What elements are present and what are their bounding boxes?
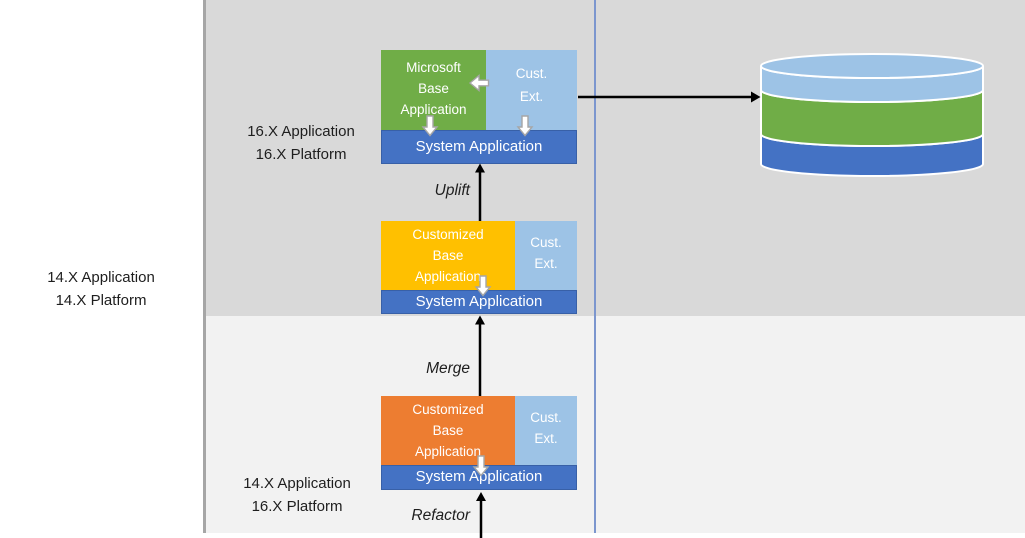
label-line: 14.X Application [243,475,351,492]
vertical-divider-line [594,0,596,533]
stage-middle-merged: Customized Base Application Cust. Ext. S… [381,221,577,314]
cust-ext-line: Ext. [534,256,558,271]
customized-base-application-box-bottom: Customized Base Application [381,396,515,465]
cust-ext-line: Cust. [530,235,562,250]
left-divider-line [203,0,206,533]
base-app-line: Customized [412,402,484,417]
label-line: 14.X Platform [55,292,147,309]
system-application-bar-top: System Application [381,130,577,164]
system-application-bar-middle: System Application [381,290,577,314]
label-14x-application-16x-platform: 14.X Application 16.X Platform [222,472,372,518]
label-merge: Merge [426,360,470,377]
base-app-line: Base [432,248,464,263]
label-line: 16.X Platform [255,146,347,163]
cust-ext-box-bottom: Cust. Ext. [515,396,577,465]
label-line: 16.X Application [247,123,355,140]
cust-ext-line: Cust. [515,66,548,81]
base-app-line: Customized [412,227,484,242]
microsoft-base-application-box: Microsoft Base Application [381,50,486,130]
lower-platform-band [206,316,1025,533]
cust-ext-line: Ext. [519,89,544,104]
system-application-bar-bottom: System Application [381,465,577,490]
label-line: 16.X Platform [251,498,343,515]
cust-ext-line: Cust. [530,410,562,425]
customized-base-application-box-middle: Customized Base Application [381,221,515,290]
base-app-line: Microsoft [406,60,461,75]
base-app-line: Application [400,102,467,117]
label-14x-application-platform: 14.X Application 14.X Platform [26,266,176,312]
label-uplift: Uplift [434,182,470,199]
label-refactor: Refactor [411,507,470,524]
base-app-line: Application [414,444,482,459]
cust-ext-box-top: Cust. Ext. [486,50,577,130]
label-line: 14.X Application [47,269,155,286]
base-app-line: Base [418,81,449,96]
label-16x-application-platform: 16.X Application 16.X Platform [226,120,376,166]
base-app-line: Base [432,423,464,438]
cust-ext-line: Ext. [534,431,558,446]
base-app-line: Application [414,269,482,284]
stage-top-16x: Microsoft Base Application Cust. Ext. Sy… [381,50,577,164]
cust-ext-box-middle: Cust. Ext. [515,221,577,290]
stage-bottom-14x: Customized Base Application Cust. Ext. S… [381,396,577,490]
